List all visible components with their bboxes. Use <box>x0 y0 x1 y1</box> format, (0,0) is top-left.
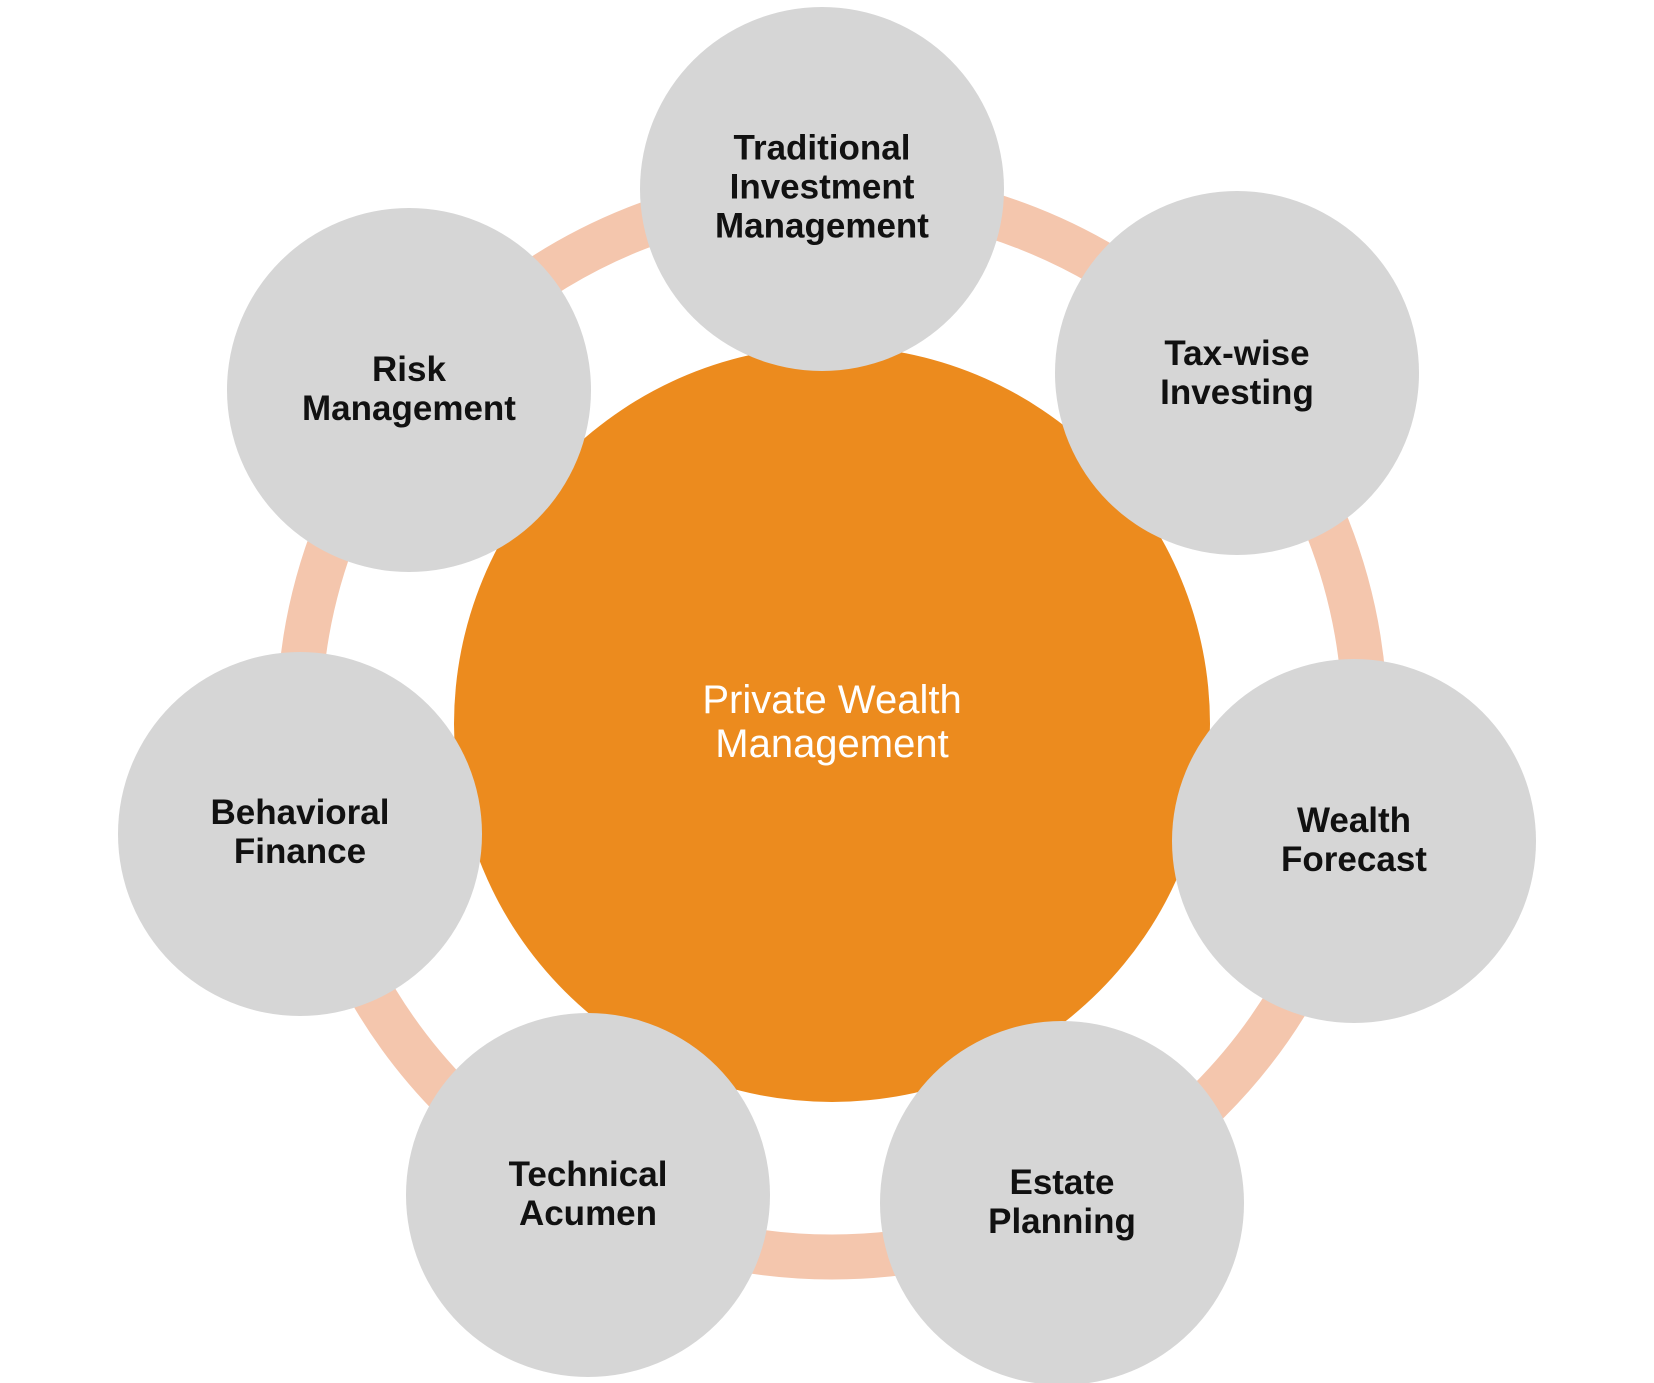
label-line: Estate <box>1009 1163 1115 1202</box>
satellite-circle <box>1172 659 1536 1023</box>
satellite-label-behavioral-finance: Behavioral Finance <box>211 793 390 871</box>
label-line: Behavioral <box>210 793 390 832</box>
label-line: Acumen <box>518 1194 658 1233</box>
satellite-circle <box>118 652 482 1016</box>
center-circle <box>454 346 1210 1102</box>
satellite-circle <box>227 208 591 572</box>
center-label: Private Wealth Management <box>702 678 961 766</box>
center-label-line: Private Wealth <box>702 678 962 722</box>
label-line: Investing <box>1160 373 1314 412</box>
label-line: Tax-wise <box>1164 334 1310 373</box>
satellite-label-traditional-investment-management: Traditional Investment Management <box>715 129 929 246</box>
label-line: Investment <box>729 167 915 207</box>
satellite-circle <box>880 1021 1244 1383</box>
label-line: Planning <box>988 1202 1136 1241</box>
center-label-line: Management <box>715 722 949 766</box>
label-line: Risk <box>372 350 446 389</box>
satellite-label-estate-planning: Estate Planning <box>988 1163 1136 1241</box>
label-line: Wealth <box>1296 801 1412 840</box>
satellite-label-tax-wise-investing: Tax-wise Investing <box>1160 334 1314 412</box>
label-line: Forecast <box>1281 840 1427 879</box>
label-line: Management <box>302 389 516 428</box>
satellite-circle <box>1055 191 1419 555</box>
label-line: Technical <box>508 1155 668 1194</box>
satellite-label-technical-acumen: Technical Acumen <box>509 1155 668 1233</box>
label-line: Finance <box>233 832 367 871</box>
satellite-label-risk-management: Risk Management <box>302 350 516 428</box>
satellite-circle <box>640 7 1004 371</box>
satellite-circle <box>406 1013 770 1377</box>
satellite-label-wealth-forecast: Wealth Forecast <box>1281 801 1427 879</box>
label-line: Management <box>715 206 929 246</box>
label-line: Traditional <box>733 128 911 168</box>
